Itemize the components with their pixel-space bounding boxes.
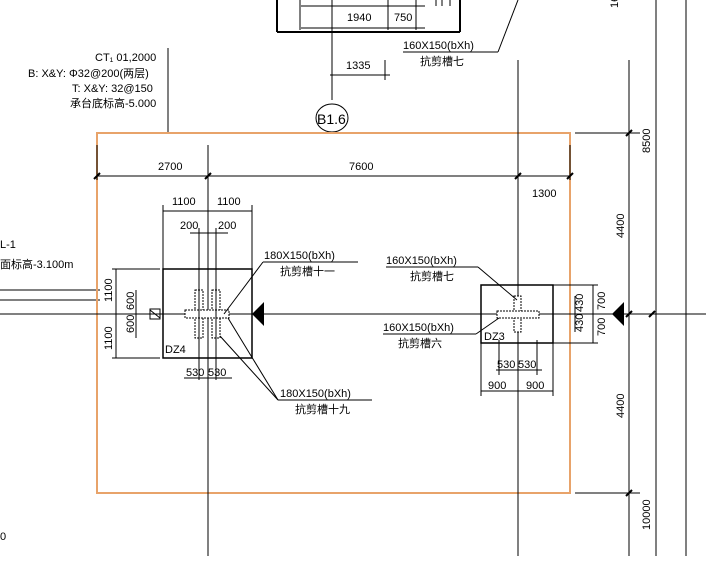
dz4-leaders xyxy=(219,261,372,401)
top-note-name: 抗剪槽七 xyxy=(420,54,464,68)
dz3-note-a-spec: 160X150(bXh) xyxy=(386,255,457,267)
pile-cap-outline xyxy=(96,132,571,494)
dim-8500: 8500 xyxy=(641,129,653,153)
dz4-note-b-name: 抗剪槽十九 xyxy=(295,402,350,416)
dz4-dim-v1100a: 1100 xyxy=(103,278,115,302)
axis-label: B1.6 xyxy=(317,111,346,127)
dz3-leaders xyxy=(383,266,518,335)
dz4-dim-530b: 530 xyxy=(208,367,226,379)
dz4-note-b-spec: 180X150(bXh) xyxy=(280,388,351,400)
dim-4400b: 4400 xyxy=(615,394,627,418)
dz3-label: DZ3 xyxy=(484,331,505,343)
dz4-dim-v600a: 600 xyxy=(125,292,137,310)
dz3-dim-v700b: 700 xyxy=(596,318,608,336)
dz4-note-a-name: 抗剪槽十一 xyxy=(280,264,335,278)
column-dz3 xyxy=(480,284,624,344)
dim-750: 750 xyxy=(394,12,412,24)
cap-note-line4: 承台底标高-5.000 xyxy=(70,96,156,110)
dim-chain-right xyxy=(575,60,656,556)
dz3-note-b-spec: 160X150(bXh) xyxy=(383,322,454,334)
dz4-dim-v1100b: 1100 xyxy=(103,326,115,350)
dim-4400a: 4400 xyxy=(615,214,627,238)
dim-chain-top xyxy=(93,145,574,180)
dim-top-right: 16 xyxy=(609,0,621,8)
dim-7600: 7600 xyxy=(349,161,373,173)
dz3-dims xyxy=(480,284,598,396)
dim-1335: 1335 xyxy=(346,60,370,72)
dz3-note-b-name: 抗剪槽六 xyxy=(398,336,442,350)
dz3-note-a-name: 抗剪槽七 xyxy=(410,269,454,283)
left-edge-bottom: 0 xyxy=(0,531,6,543)
top-note-spec: 160X150(bXh) xyxy=(403,40,474,52)
dz3-dim-900b: 900 xyxy=(526,380,544,392)
left-note-line1: L-1 xyxy=(0,239,16,251)
cap-note-line1: CT₁ 01,2000 xyxy=(95,52,156,64)
dz4-dim-1100a: 1100 xyxy=(172,196,196,208)
left-note-line2: 面标高-3.100m xyxy=(0,257,73,271)
dz4-dim-200b: 200 xyxy=(218,220,236,232)
dim-2700: 2700 xyxy=(158,161,182,173)
dim-1940: 1940 xyxy=(347,12,371,24)
cap-note-line3: T: X&Y: 32@150 xyxy=(72,83,153,95)
dz3-dim-530b: 530 xyxy=(518,359,536,371)
dz3-dim-v430b: 430 xyxy=(574,314,586,332)
cap-note-line2: B: X&Y: Φ32@200(两层) xyxy=(28,67,149,80)
dz4-dim-1100b: 1100 xyxy=(217,196,241,208)
dz4-label: DZ4 xyxy=(165,344,186,356)
dz3-dim-v700a: 700 xyxy=(596,292,608,310)
dz4-dims xyxy=(112,205,253,380)
dz4-note-a-spec: 180X150(bXh) xyxy=(264,250,335,262)
dim-10000: 10000 xyxy=(641,499,653,530)
dim-1300: 1300 xyxy=(532,188,556,200)
dz3-dim-900a: 900 xyxy=(488,380,506,392)
dz3-dim-v430a: 430 xyxy=(574,294,586,312)
top-element xyxy=(276,0,519,53)
axis-bubble: B1.6 xyxy=(315,103,349,133)
dim-1335-lines xyxy=(330,0,390,100)
dz4-dim-v600b: 600 xyxy=(125,315,137,333)
dz3-dim-530a: 530 xyxy=(497,359,515,371)
dz4-dim-200a: 200 xyxy=(180,220,198,232)
dz4-dim-530a: 530 xyxy=(186,367,204,379)
